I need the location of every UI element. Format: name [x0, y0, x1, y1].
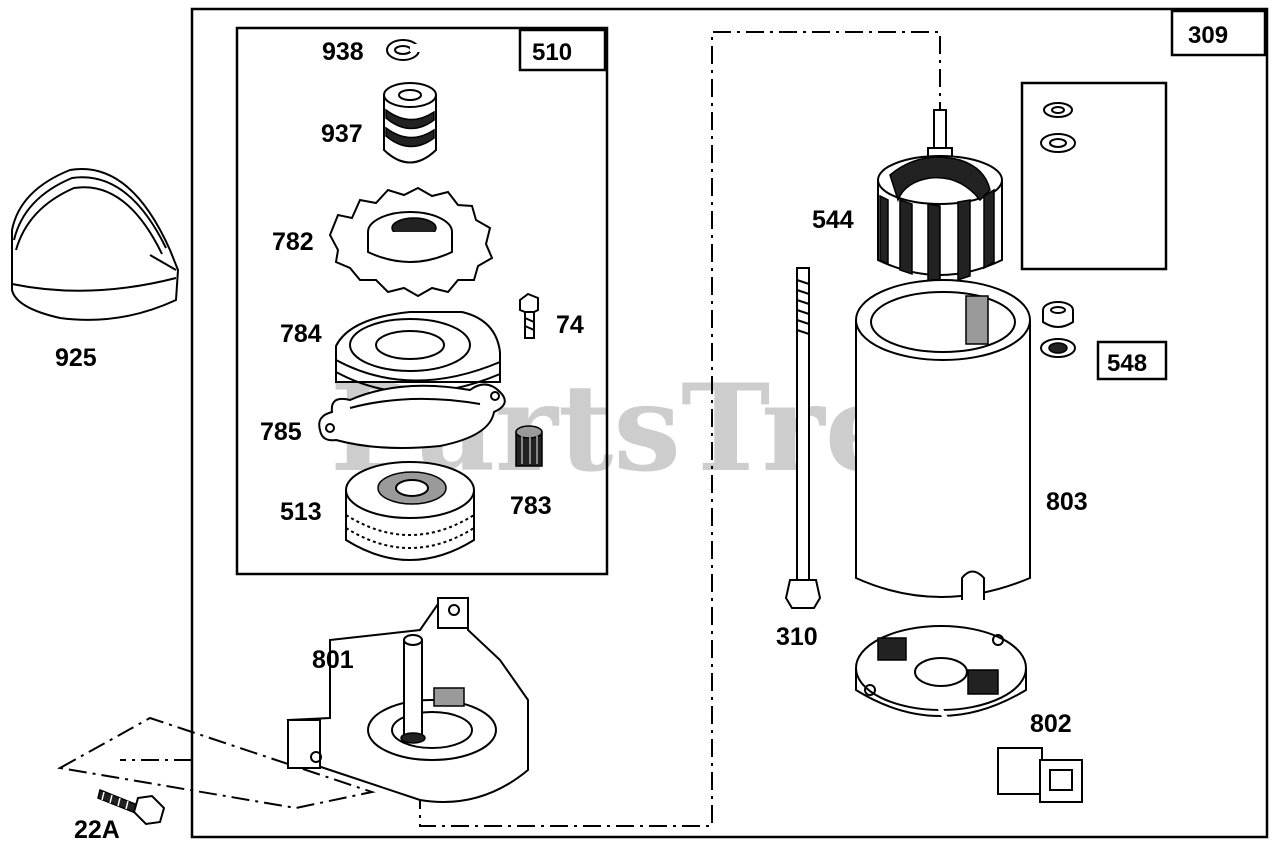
label-310: 310: [776, 623, 818, 651]
label-74: 74: [556, 311, 584, 339]
pinion-783: [515, 425, 543, 467]
label-785: 785: [260, 418, 302, 446]
leader-line-armature: [419, 31, 941, 827]
cover-925: [11, 168, 180, 321]
cover-784: [335, 311, 501, 394]
subassembly-label-box-548: [1096, 340, 1168, 381]
subassembly-label-box-510: [518, 28, 607, 72]
assembly-label-box-309: [1170, 9, 1267, 57]
helix-drive-937: [383, 82, 437, 164]
label-513: 513: [280, 498, 322, 526]
label-22a: 22A: [74, 816, 120, 844]
label-937: 937: [321, 120, 363, 148]
subassembly-label-510: 510: [532, 39, 572, 66]
housing-801: [286, 596, 529, 803]
label-938: 938: [322, 38, 364, 66]
assembly-label-309: 309: [1188, 22, 1228, 49]
brush-plate-802: [855, 625, 1083, 803]
label-544: 544: [812, 206, 854, 234]
subassembly-box-510: [235, 26, 609, 576]
label-783: 783: [510, 492, 552, 520]
gasket-785: [318, 383, 506, 449]
label-803: 803: [1046, 488, 1088, 516]
label-782: 782: [272, 228, 314, 256]
bolt-22a: [97, 788, 166, 826]
subassembly-box-548: [1020, 81, 1168, 271]
assembly-box-309: [190, 7, 1269, 839]
label-801: 801: [312, 646, 354, 674]
gear-782: [328, 186, 494, 298]
washers-548: [1040, 102, 1076, 358]
label-802: 802: [1030, 710, 1072, 738]
screw-74: [519, 292, 539, 339]
label-925: 925: [55, 344, 97, 372]
ring-gear-513: [345, 461, 475, 561]
e-ring-938: [386, 39, 422, 61]
through-bolt-310: [784, 267, 822, 609]
label-784: 784: [280, 320, 322, 348]
subassembly-label-548: 548: [1107, 350, 1147, 377]
frame-803: [855, 279, 1031, 600]
leader-line-bolt-plane: [57, 716, 376, 810]
